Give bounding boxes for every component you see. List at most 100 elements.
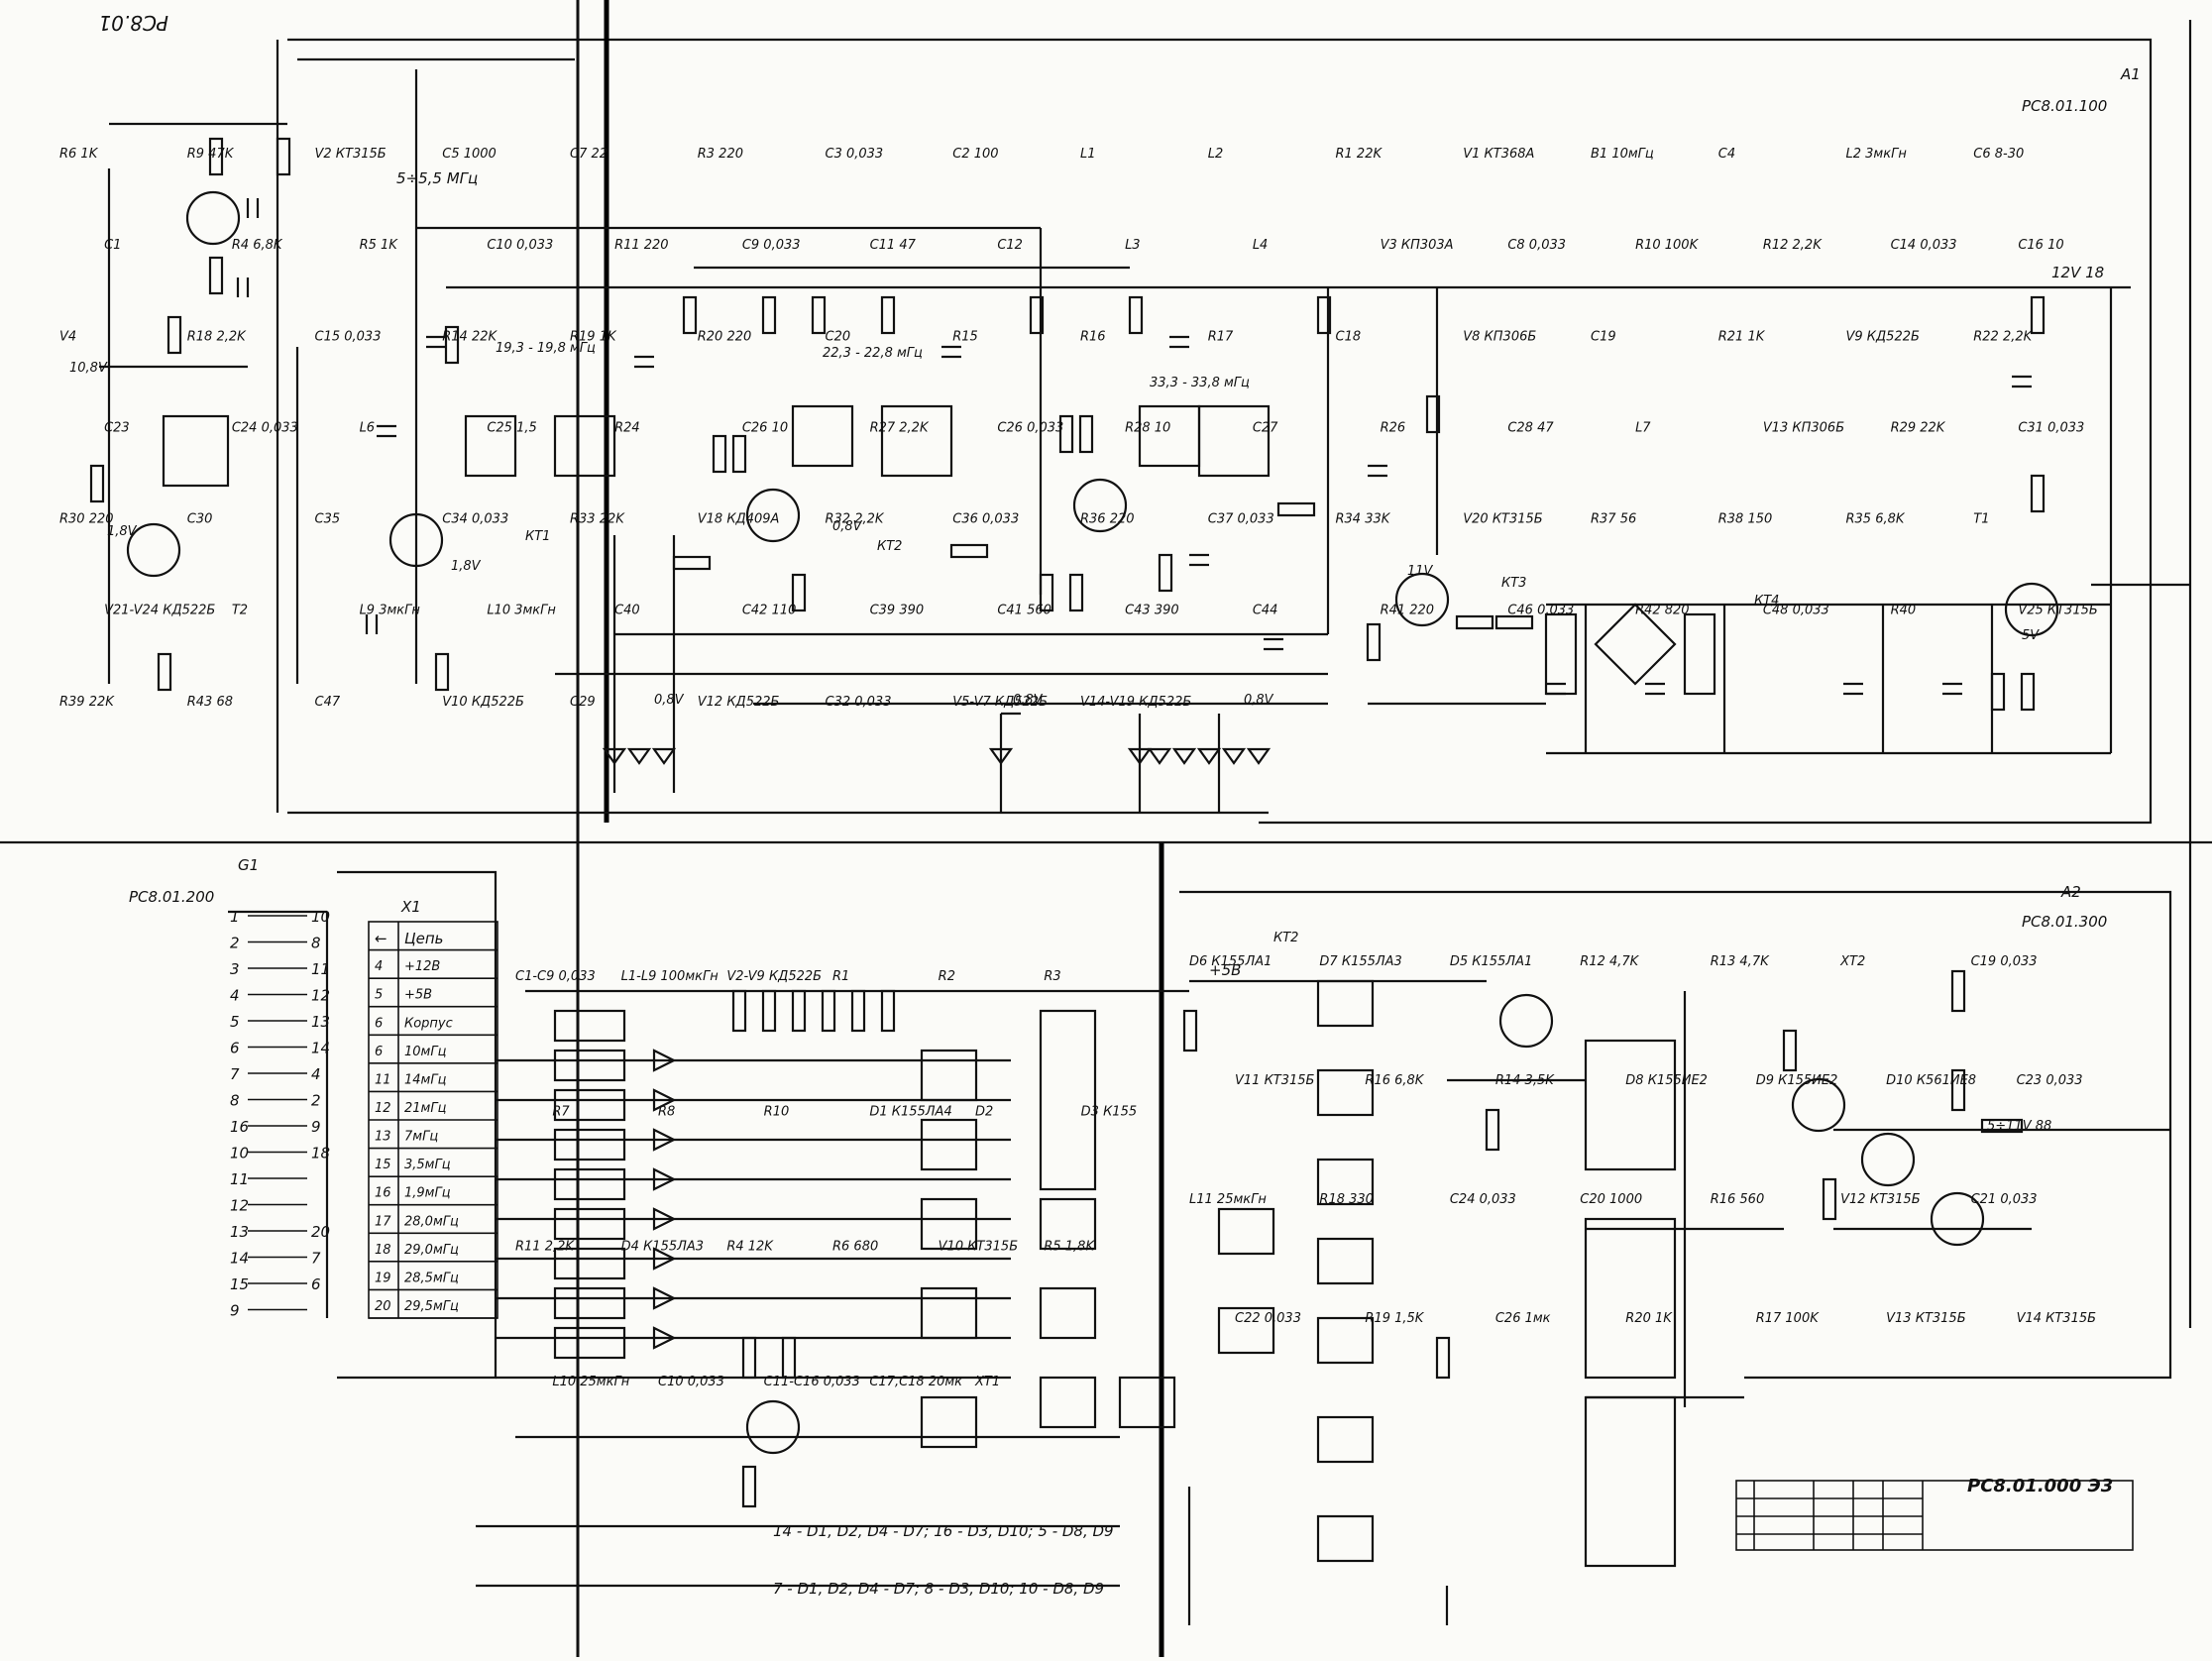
component-label: L1-L9 100мкГн <box>621 969 719 984</box>
component-label: C19 <box>1591 329 1616 344</box>
component-label: C25 1,5 <box>487 420 536 435</box>
component-label: L2 3мкГн <box>1846 147 1908 162</box>
a1-parts <box>89 137 2059 765</box>
component-label: R2 <box>939 969 955 984</box>
component-label: V11 КТ315Б <box>1235 1073 1315 1088</box>
component-label: C37 0,033 <box>1208 512 1274 527</box>
component-label: R15 <box>952 329 978 344</box>
component-label: R33 22K <box>570 512 625 527</box>
component-label: C31 0,033 <box>2018 420 2084 435</box>
component-label: R5 1,8K <box>1044 1240 1095 1255</box>
component-label: R1 <box>832 969 849 984</box>
connector-pin: 12 <box>375 1101 391 1116</box>
g1-pin-list: 1234567816101112131415910811121314429182… <box>230 908 330 1320</box>
component-label: C39 390 <box>870 604 925 618</box>
component-label: D6 К155ЛА1 <box>1189 954 1272 969</box>
component-label: C48 0,033 <box>1763 604 1829 618</box>
component-label: L7 <box>1635 420 1651 435</box>
component-label: C19 0,033 <box>1971 954 2038 969</box>
connector-pin: 19 <box>375 1271 391 1285</box>
component-label: C10 0,033 <box>658 1375 724 1389</box>
component-label: C44 <box>1253 604 1278 618</box>
component-label: R20 220 <box>698 329 752 344</box>
component-label: R14 3,5K <box>1495 1073 1555 1088</box>
voltage-label: 5V <box>2022 628 2040 643</box>
top-left-code: РС8.01 <box>98 11 168 35</box>
test-point-label: КТ2 <box>877 539 902 554</box>
component-label: V12 КТ315Б <box>1840 1192 1921 1207</box>
freq-l6-label: 22,3 - 22,8 мГц <box>823 346 923 361</box>
g1-right-pin: 2 <box>311 1092 321 1110</box>
component-label: V1 КТ368А <box>1463 147 1534 162</box>
g1-left-pin: 6 <box>230 1040 240 1057</box>
component-label: C10 0,033 <box>487 238 553 253</box>
component-label: C12 <box>997 238 1023 253</box>
component-label: R5 1K <box>360 238 399 253</box>
g1-left-pin: 8 <box>230 1092 240 1110</box>
component-label: V5-V7 КД522Б <box>952 695 1048 710</box>
component-label: C41 560 <box>997 604 1051 618</box>
component-label: R6 680 <box>832 1240 878 1255</box>
freq-l34-label: 19,3 - 19,8 мГц <box>496 341 596 356</box>
component-label: V21-V24 КД522Б <box>104 604 215 618</box>
component-label: R11 2,2K <box>515 1240 575 1255</box>
component-label: C46 0,033 <box>1507 604 1574 618</box>
connector-pin: 17 <box>375 1214 391 1229</box>
component-label: V3 КП303А <box>1381 238 1454 253</box>
component-label: T1 <box>1973 512 1989 527</box>
component-label: R41 220 <box>1381 604 1435 618</box>
connector-signal: +5В <box>404 988 432 1003</box>
component-label: XT2 <box>1839 954 1865 969</box>
a1-supply-label: 12V 18 <box>2051 264 2104 281</box>
component-label: L2 <box>1208 147 1224 162</box>
component-label: D4 К155ЛА3 <box>621 1240 704 1255</box>
connector-pin: 15 <box>375 1158 391 1172</box>
component-label: D9 К155ИЕ2 <box>1756 1073 1838 1088</box>
component-label: B1 10мГц <box>1591 147 1654 162</box>
test-point-label: КТ3 <box>1501 576 1526 591</box>
connector-pin: 6 <box>375 1045 383 1059</box>
voltage-label: 10,8V <box>69 361 108 376</box>
connector-arrow-header: ← <box>375 930 387 947</box>
connector-signal: 21мГц <box>404 1101 447 1116</box>
component-label: C17,C18 20мк <box>869 1375 962 1389</box>
component-label: D8 К155ИЕ2 <box>1625 1073 1708 1088</box>
g1-right-pin: 8 <box>311 935 321 952</box>
g1-left-pin: 16 <box>230 1118 249 1136</box>
a1-freq-label: 5÷5,5 МГц <box>396 169 478 187</box>
component-label: C27 <box>1253 420 1278 435</box>
g1-parts <box>553 989 1198 1508</box>
component-label: V8 КП306Б <box>1463 329 1536 344</box>
component-label: R21 1K <box>1718 329 1766 344</box>
component-label: C15 0,033 <box>315 329 382 344</box>
component-label: C34 0,033 <box>442 512 508 527</box>
a1-board-code: РС8.01.100 <box>2022 97 2107 115</box>
component-label: V10 КД522Б <box>442 695 524 710</box>
component-label: C47 <box>315 695 341 710</box>
component-label: V14 КТ315Б <box>2017 1311 2097 1326</box>
a2-out-label: 5÷11V 88 <box>1987 1119 2051 1134</box>
component-label: C1-C9 0,033 <box>515 969 596 984</box>
component-label: C42 110 <box>742 604 797 618</box>
g1-board-code: РС8.01.200 <box>129 888 214 906</box>
freq-l7-label: 33,3 - 33,8 мГц <box>1150 376 1250 390</box>
a2-parts <box>1217 969 2024 1568</box>
g1-right-pin: 12 <box>311 987 330 1005</box>
component-label: C23 0,033 <box>2017 1073 2083 1088</box>
connector-pin: 13 <box>375 1130 391 1145</box>
g1-left-pin: 14 <box>230 1250 249 1268</box>
component-label: XT1 <box>974 1375 1000 1389</box>
voltage-label: 11V <box>1407 564 1434 579</box>
component-label: C11 47 <box>870 238 917 253</box>
connector-signal: 28,0мГц <box>404 1214 459 1229</box>
labels: РС8.01 A1 РС8.01.100 12V 18 5÷5,5 МГц A2… <box>98 11 2140 1598</box>
g1-right-pin: 11 <box>311 960 330 978</box>
g1-left-pin: 2 <box>230 935 240 952</box>
component-label: C22 0,033 <box>1235 1311 1301 1326</box>
component-label: R30 220 <box>59 512 114 527</box>
component-label: R16 6,8K <box>1365 1073 1424 1088</box>
title-block-code: РС8.01.000 Э3 <box>1967 1476 2113 1496</box>
